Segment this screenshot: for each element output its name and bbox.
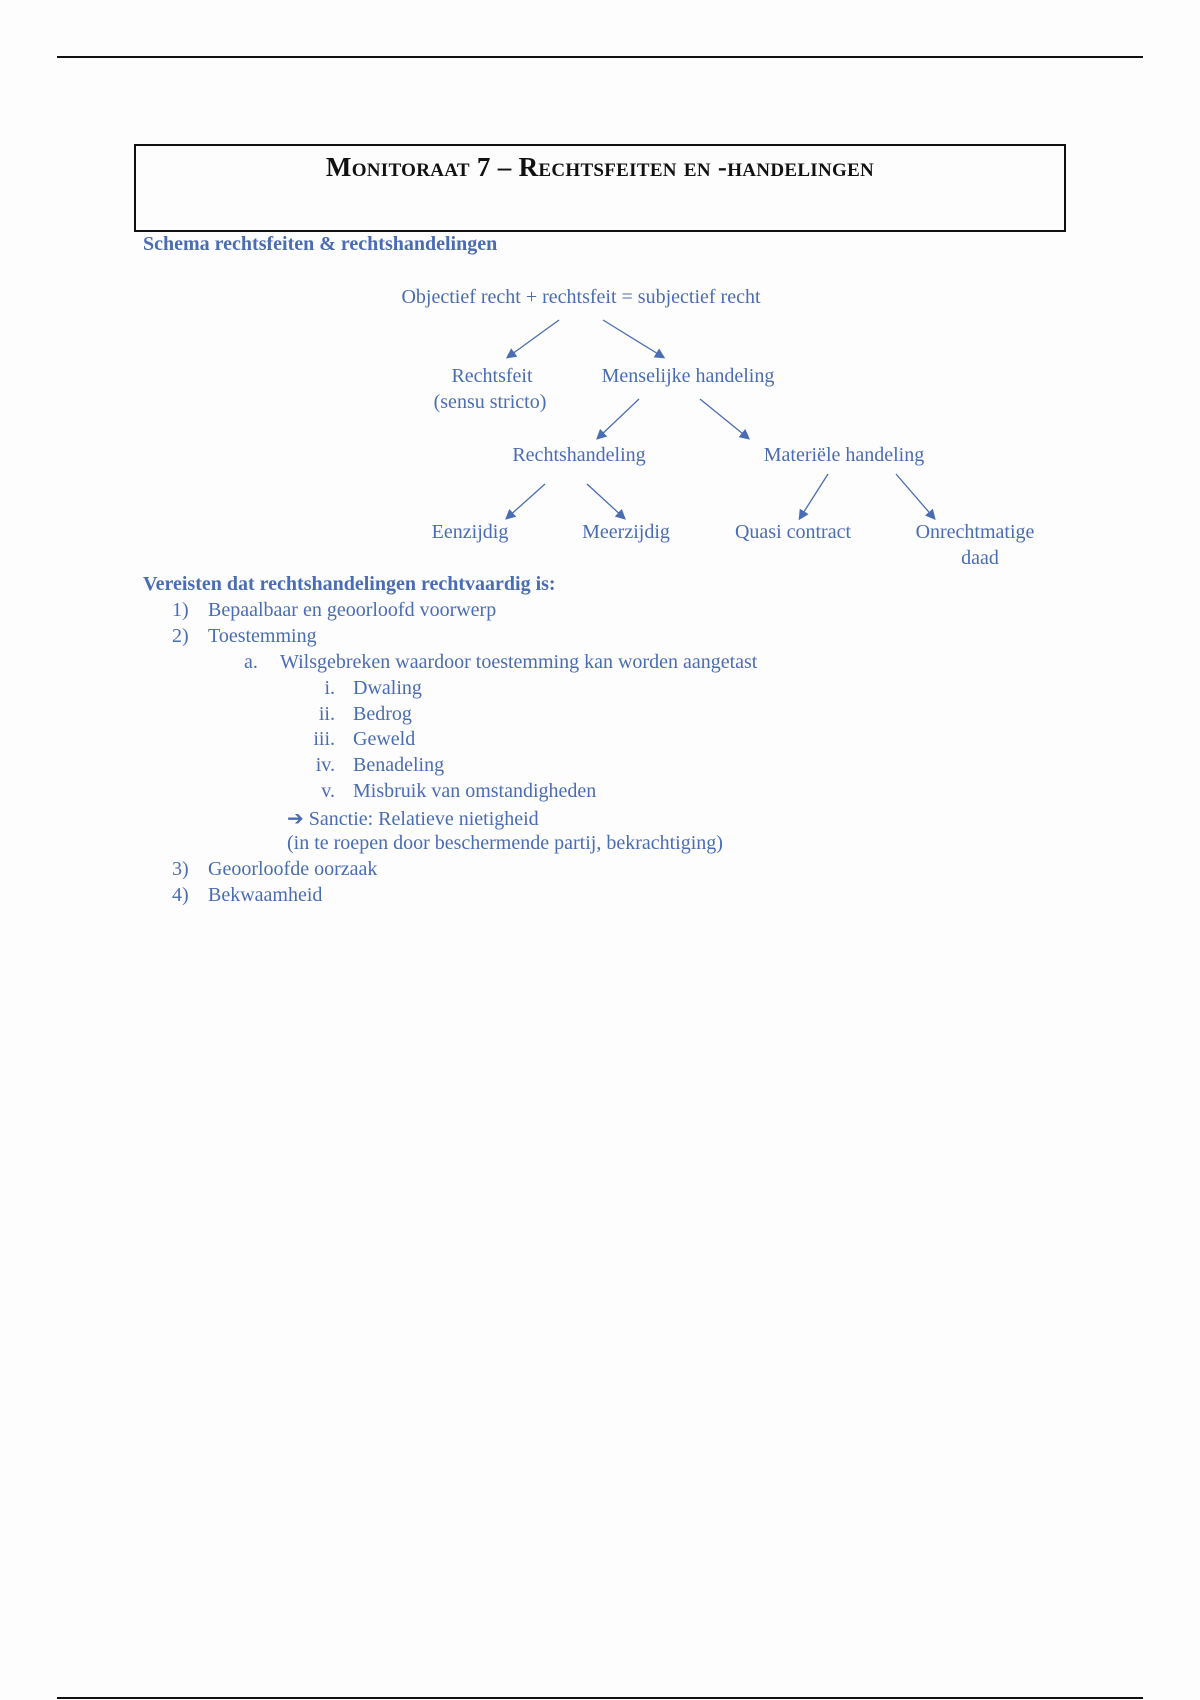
node-eenzijdig: Eenzijdig (431, 521, 509, 543)
item-text: Toestemming (208, 625, 317, 647)
defect-number: iii. (313, 728, 335, 750)
defect-number: iv. (315, 754, 335, 776)
node-rechtshandeling: Rechtshandeling (512, 444, 646, 466)
arrow (798, 473, 829, 521)
sanction: ➔ Sanctie: Relatieve nietigheid (287, 808, 539, 830)
diagram-arrows (505, 319, 936, 521)
sanction-note: (in te roepen door beschermende partij, … (287, 832, 723, 854)
item-number: 2) (172, 625, 189, 647)
arrow (596, 398, 640, 440)
item-text: Geoorloofde oorzaak (208, 858, 378, 880)
node-rechtsfeit: Rechtsfeit (451, 365, 533, 387)
defect-text: Misbruik van omstandigheden (353, 780, 597, 802)
title-box: Monitoraat 7 – Rechtsfeiten en -handelin… (134, 144, 1066, 232)
defect-number: i. (324, 677, 335, 699)
defect-text: Dwaling (353, 677, 422, 699)
arrow (586, 483, 626, 520)
node-meerzijdig: Meerzijdig (582, 521, 670, 543)
arrow (699, 398, 751, 440)
subitem-text: Wilsgebreken waardoor toestemming kan wo… (280, 651, 758, 673)
arrow (602, 319, 666, 359)
defect-text: Benadeling (353, 754, 445, 776)
item-text: Bepaalbaar en geoorloofd voorwerp (208, 599, 497, 621)
subitem-number: a. (244, 651, 258, 673)
item-number: 3) (172, 858, 189, 880)
requirements-heading: Vereisten dat rechtshandelingen rechtvaa… (143, 573, 556, 595)
item-number: 1) (172, 599, 189, 621)
arrow (505, 483, 546, 520)
defect-text: Bedrog (353, 703, 412, 725)
schema-heading: Schema rechtsfeiten & rechtshandelingen (143, 233, 498, 255)
node-materiele-handeling: Materiële handeling (763, 444, 925, 466)
footer-rule (57, 1697, 1143, 1699)
defect-number: v. (321, 780, 335, 802)
arrow (505, 319, 560, 359)
defect-text: Geweld (353, 728, 416, 750)
node-menselijke-handeling: Menselijke handeling (601, 365, 775, 387)
page-title: Monitoraat 7 – Rechtsfeiten en -handelin… (325, 152, 875, 182)
item-text: Bekwaamheid (208, 884, 323, 906)
node-onrechtmatige-daad: daad (961, 547, 999, 569)
item-number: 4) (172, 884, 189, 906)
node-root: Objectief recht + rechtsfeit = subjectie… (401, 286, 761, 308)
node-rechtsfeit-sub: (sensu stricto) (433, 391, 547, 413)
defect-number: ii. (318, 703, 335, 725)
header-rule (57, 56, 1143, 58)
node-quasi-contract: Quasi contract (734, 521, 852, 543)
node-onrechtmatige: Onrechtmatige (915, 521, 1035, 543)
arrow (895, 473, 936, 520)
